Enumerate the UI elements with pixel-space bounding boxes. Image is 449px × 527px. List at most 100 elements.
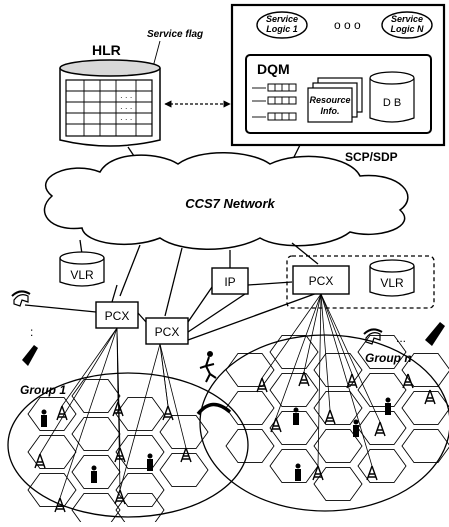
hex-cell <box>401 352 449 388</box>
vlr-right: VLR <box>369 259 415 297</box>
svg-text:Service: Service <box>391 14 423 24</box>
hex-cell <box>269 372 319 408</box>
tower-icon <box>112 401 124 417</box>
hex-cell <box>27 396 77 432</box>
hex-cell <box>269 410 319 446</box>
svg-text:VLR: VLR <box>70 268 94 282</box>
service-flag-label: Service flag <box>147 29 203 40</box>
tower-icon <box>346 373 358 389</box>
pcx-tower-links <box>39 293 381 499</box>
hex-cell <box>313 428 363 464</box>
hex-cell <box>115 434 165 470</box>
hex-cell <box>313 466 363 502</box>
hex-cell <box>401 390 449 426</box>
hlr-label: HLR <box>92 42 121 58</box>
hlr-table-grid: · · · · · · · · · <box>65 79 153 137</box>
tower-icon <box>56 405 68 421</box>
pcx-right: PCX <box>292 265 350 295</box>
svg-text:Info.: Info. <box>321 106 340 116</box>
tower-link <box>59 327 118 499</box>
hex-cell <box>357 334 407 370</box>
vlr-left: VLR <box>59 251 105 287</box>
person-icon <box>91 465 97 483</box>
tower-link <box>159 343 169 407</box>
svg-text:Logic N: Logic N <box>391 24 424 34</box>
tower-icon <box>374 421 386 437</box>
tower-icon <box>162 405 174 421</box>
hex-cell <box>71 454 121 490</box>
svg-text:Service: Service <box>266 14 298 24</box>
tower-link <box>317 293 322 467</box>
hex-cell <box>71 378 121 414</box>
tower-icon <box>312 465 324 481</box>
resource-info-stack: Resource Info. <box>307 77 363 123</box>
tower-link <box>39 327 118 455</box>
person-icon <box>385 397 391 415</box>
ccs7-network-cloud: CCS7 Network <box>43 152 409 250</box>
cell-towers <box>34 371 436 513</box>
svg-text:· · ·: · · · <box>120 93 132 102</box>
pcx-left: PCX <box>95 301 139 329</box>
svg-text:Resource: Resource <box>309 95 350 105</box>
tower-link <box>275 293 322 419</box>
hex-cell <box>159 452 209 488</box>
roaming-user-icon <box>199 351 217 383</box>
hex-cell <box>357 372 407 408</box>
scp-sdp-node: Service Logic 1 o o o Service Logic N DQ… <box>230 3 446 147</box>
tower-link <box>320 293 373 467</box>
pcx-vlr-dashed-group <box>286 255 435 309</box>
svg-text:· · ·: · · · <box>120 115 132 124</box>
tower-icon <box>114 489 126 505</box>
person-icon <box>41 409 47 427</box>
hex-cell <box>225 352 275 388</box>
hlr-database: HLR Service flag · · · · · · · · · <box>59 29 203 147</box>
dqm-queues <box>252 83 297 121</box>
group-n-hex-cells <box>225 334 449 502</box>
tower-icon <box>298 371 310 387</box>
svg-text:PCX: PCX <box>309 274 334 288</box>
db-cylinder: D B <box>369 71 415 123</box>
hex-cell <box>401 428 449 464</box>
right-ellipsis: ... <box>396 331 406 345</box>
group-n-ellipse <box>199 334 449 512</box>
tower-link <box>320 293 381 423</box>
tower-icon <box>54 497 66 513</box>
hex-cell <box>115 472 165 508</box>
tower-icon <box>34 453 46 469</box>
svg-text:PCX: PCX <box>105 309 130 323</box>
tower-icon <box>270 417 282 433</box>
person-icon <box>293 407 299 425</box>
scp-sdp-label: SCP/SDP <box>345 150 398 164</box>
tower-link <box>61 327 118 407</box>
hex-cell <box>115 396 165 432</box>
mobile-phone-icon-right <box>425 322 445 346</box>
svg-text:· · ·: · · · <box>120 104 132 113</box>
tower-link <box>116 327 121 491</box>
hex-cell <box>71 492 121 527</box>
hex-cell <box>269 448 319 484</box>
network-links <box>24 239 321 341</box>
mobile-phone-icon-left <box>22 345 38 366</box>
svg-text:D B: D B <box>383 97 401 109</box>
tower-link <box>320 293 353 375</box>
tower-link <box>119 343 161 491</box>
mobile-users <box>41 397 391 483</box>
tower-icon <box>402 373 414 389</box>
tower-icon <box>324 409 336 425</box>
handoff-arrow <box>196 402 232 416</box>
pcx-middle: PCX <box>145 317 189 345</box>
tower-link <box>320 293 331 411</box>
hex-cell <box>313 352 363 388</box>
tower-link <box>261 293 322 379</box>
ccs7-network-label: CCS7 Network <box>185 196 275 211</box>
hex-cell <box>27 472 77 508</box>
hex-cell <box>27 434 77 470</box>
svg-text:VLR: VLR <box>380 276 404 290</box>
group-1-label: Group 1 <box>20 383 66 397</box>
hex-cell <box>225 428 275 464</box>
tower-icon <box>114 447 126 463</box>
tower-icon <box>180 447 192 463</box>
tower-icon <box>256 377 268 393</box>
person-icon <box>353 419 359 437</box>
